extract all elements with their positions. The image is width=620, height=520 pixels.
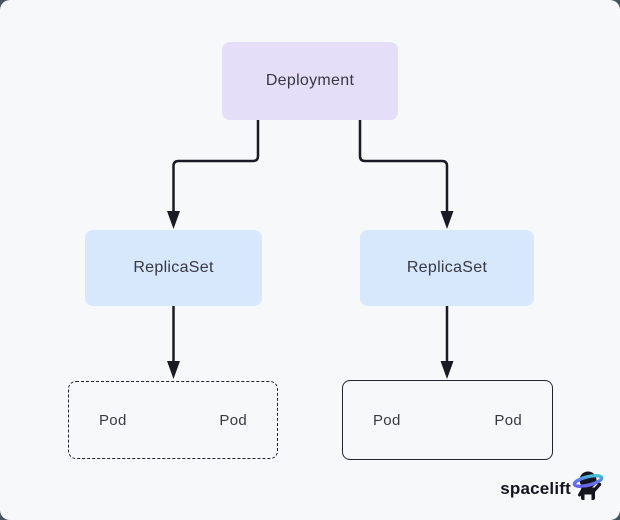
replicaset-node-right: ReplicaSet [360,230,534,306]
pod-group-dashed: Pod Pod [68,381,278,459]
arrowhead [440,211,454,229]
astronaut-ring-icon [572,471,604,500]
connector-deployment-to-replicaset-left [172,120,260,212]
arrowhead [167,361,180,379]
arrowhead [440,361,454,379]
replicaset-label: ReplicaSet [133,259,214,276]
pod-label: Pod [219,411,247,429]
pod-label: Pod [99,411,127,429]
deployment-node: Deployment [222,42,398,120]
pod-label: Pod [494,411,522,429]
spacelift-logo-text: spacelift [500,478,571,498]
pod-label: Pod [373,411,401,429]
spacelift-logo[interactable]: spacelift [500,469,604,508]
arrowhead [167,211,180,229]
deployment-label: Deployment [265,72,355,89]
connector-deployment-to-replicaset-right [358,120,449,212]
replicaset-label: ReplicaSet [406,259,488,276]
pod-group-solid: Pod Pod [342,380,553,460]
replicaset-node-left: ReplicaSet [85,230,262,306]
